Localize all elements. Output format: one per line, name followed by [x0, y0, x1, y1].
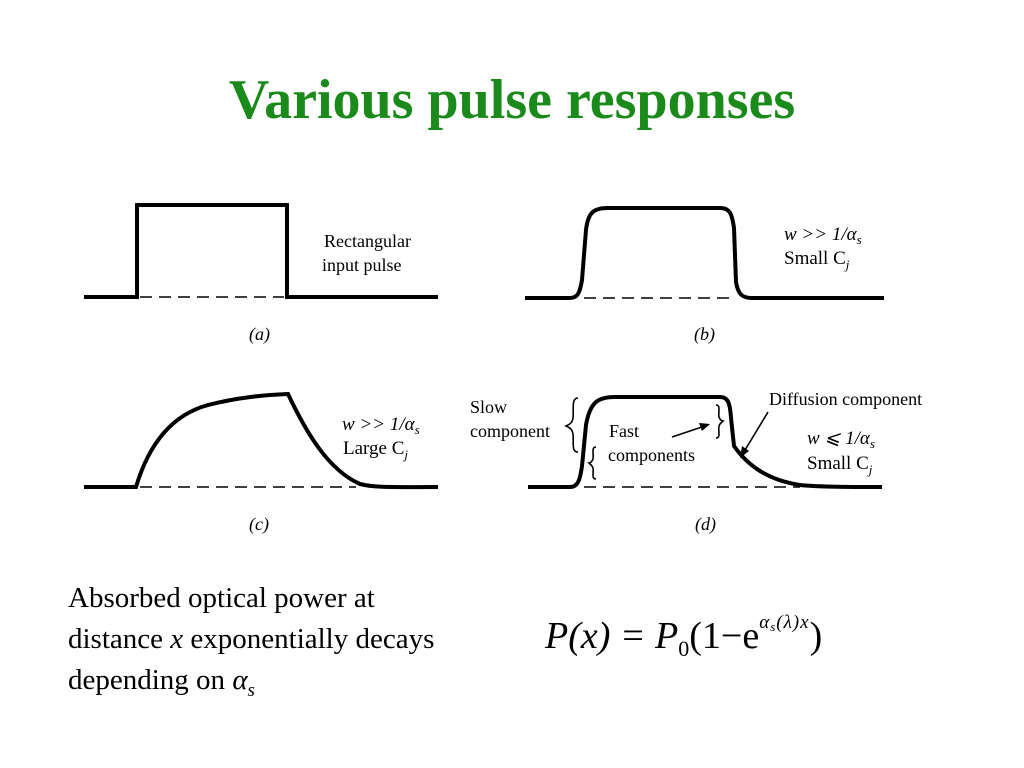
- panel-d-capacitance-sub: j: [867, 462, 873, 477]
- panel-c-capacitance: Large Cj: [343, 438, 408, 462]
- panel-a-label-line2: input pulse: [322, 255, 402, 275]
- panel-c-capacitance-sub: j: [402, 447, 408, 462]
- panel-d-caption: (d): [695, 514, 716, 535]
- variable-alpha-sub: s: [247, 679, 255, 701]
- panel-d-condition-text: w ⩽ 1/α: [807, 428, 871, 449]
- panel-d-diffusion-arrow: [741, 411, 769, 456]
- panel-c-pulse: [84, 391, 439, 490]
- formula-exp-sub: s: [770, 619, 777, 634]
- description-line-1: Absorbed optical power at: [68, 582, 375, 614]
- panel-d-condition: w ⩽ 1/αs: [807, 428, 875, 451]
- panel-d-capacitance: Small Cj: [807, 453, 873, 477]
- formula-lhs: P(x) = P: [545, 615, 679, 657]
- panel-d-diffusion-arrowhead: [740, 446, 749, 458]
- absorption-description: Absorbed optical power at distance x exp…: [68, 578, 538, 711]
- description-line-3: depending on αs: [68, 660, 538, 711]
- panel-a-label-line1: Rectangular: [324, 231, 411, 251]
- slide-title: Various pulse responses: [228, 69, 796, 131]
- panel-c-condition-text: w >> 1/α: [342, 414, 416, 435]
- panel-c-condition-sub: s: [415, 422, 420, 437]
- panel-a-pulse: [84, 203, 438, 299]
- panel-d-diffusion-label: Diffusion component: [769, 389, 922, 409]
- panel-d-fast-line1: Fast: [609, 421, 639, 441]
- absorption-formula: P(x) = P0(1−eαs(λ)x): [545, 612, 822, 662]
- description-line-2-pre: distance: [68, 623, 171, 655]
- formula-exp-alpha: α: [759, 612, 771, 633]
- variable-alpha: α: [232, 664, 248, 696]
- variable-x: x: [170, 623, 184, 655]
- panel-c-caption: (c): [249, 514, 269, 535]
- panel-d-pulse: [528, 395, 883, 489]
- panel-c: w >> 1/αs Large Cj (c): [84, 391, 439, 535]
- panel-a-caption: (a): [249, 324, 270, 345]
- formula-exp-rest: (λ)x: [776, 612, 810, 633]
- panel-d: Slow component Fast components Diffusion…: [470, 389, 922, 535]
- panel-b-pulse: [525, 206, 884, 300]
- panel-d-fast-line2: components: [608, 445, 695, 465]
- panel-b-capacitance-text: Small C: [784, 248, 846, 269]
- panel-b-condition-sub: s: [857, 232, 862, 247]
- panel-b-capacitance-sub: j: [844, 257, 850, 272]
- formula-exponent: αs(λ)x: [759, 612, 810, 634]
- description-line-2: distance x exponentially decays: [68, 619, 538, 660]
- description-line-3-pre: depending on: [68, 664, 233, 696]
- panel-c-condition: w >> 1/αs: [342, 414, 420, 437]
- description-line-2-post: exponentially decays: [183, 623, 435, 655]
- panel-b-capacitance: Small Cj: [784, 248, 850, 272]
- panel-d-fast-brace-right: [715, 404, 725, 439]
- panel-a: Rectangular input pulse (a): [84, 203, 438, 345]
- panel-b: w >> 1/αs Small Cj (b): [525, 206, 884, 345]
- panel-b-condition: w >> 1/αs: [784, 224, 862, 247]
- panel-c-capacitance-text: Large C: [343, 438, 404, 459]
- panel-d-slow-brace: [564, 397, 579, 453]
- panel-d-fast-arrowhead: [699, 423, 710, 431]
- panel-d-condition-sub: s: [870, 436, 875, 451]
- panel-d-fast-brace-left: [587, 446, 597, 480]
- panel-b-condition-text: w >> 1/α: [784, 224, 858, 245]
- panel-d-slow-line2: component: [470, 421, 550, 441]
- pulse-response-figure: Rectangular input pulse (a) w >> 1/αs Sm…: [84, 203, 922, 535]
- panel-d-capacitance-text: Small C: [807, 453, 869, 474]
- formula-close: ): [809, 615, 823, 657]
- panel-d-slow-line1: Slow: [470, 397, 507, 417]
- formula-p-sub: 0: [678, 636, 690, 661]
- formula-mid: (1−e: [689, 615, 760, 657]
- panel-b-caption: (b): [694, 324, 715, 345]
